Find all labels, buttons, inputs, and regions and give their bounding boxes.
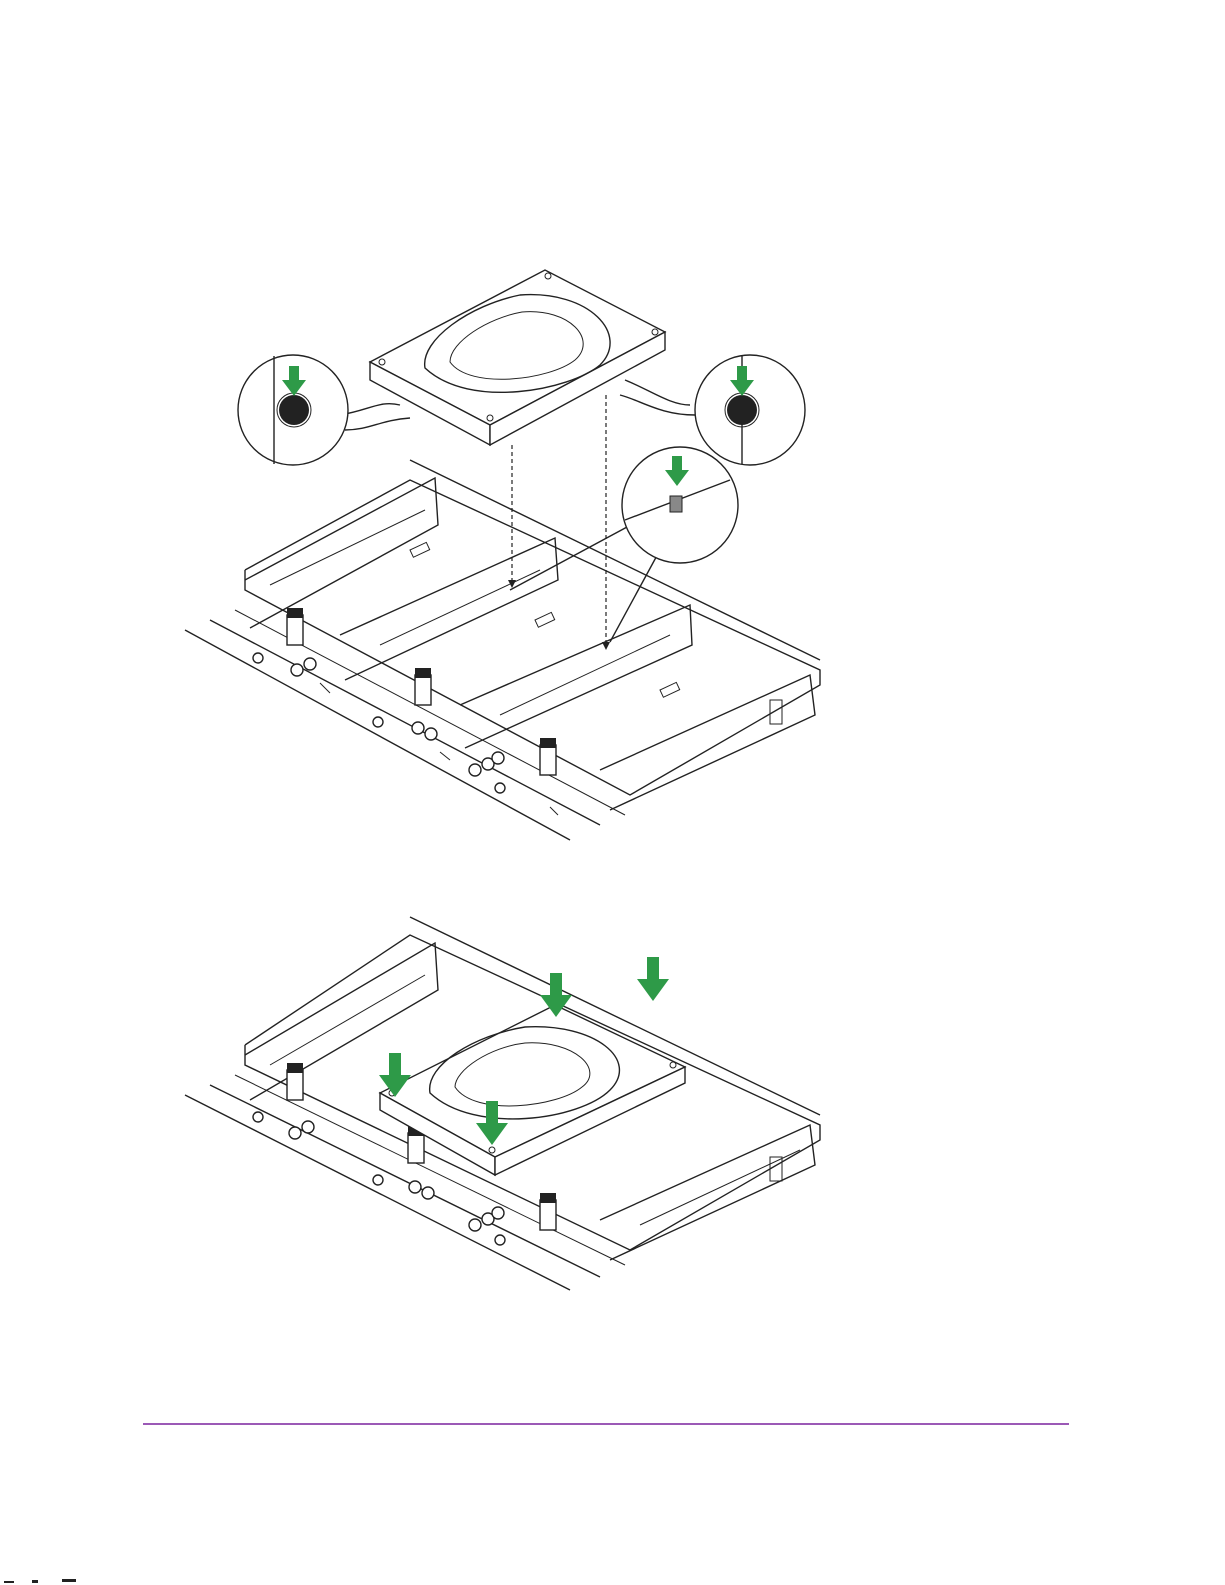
chassis-base (185, 610, 625, 840)
cropped-footer-text (0, 1575, 90, 1585)
mount-post-right (540, 1193, 556, 1230)
hard-drive-seated (380, 1005, 685, 1175)
magnified-callout-latch (510, 447, 738, 642)
mount-post-right (540, 738, 556, 775)
magnified-callout-right (620, 355, 805, 465)
mount-post-left (287, 1063, 303, 1100)
screw-pin-icon (253, 653, 263, 663)
hard-drive (370, 270, 665, 445)
press-drive-illustration (170, 895, 850, 1295)
insert-drive-illustration (170, 250, 850, 850)
mount-post-middle (415, 668, 431, 705)
green-down-arrow-icon (637, 957, 669, 1001)
figure-press-drive (170, 895, 850, 1295)
mount-post-left (287, 608, 303, 645)
footer-divider (143, 1423, 1069, 1425)
figure-insert-drive (170, 250, 850, 850)
